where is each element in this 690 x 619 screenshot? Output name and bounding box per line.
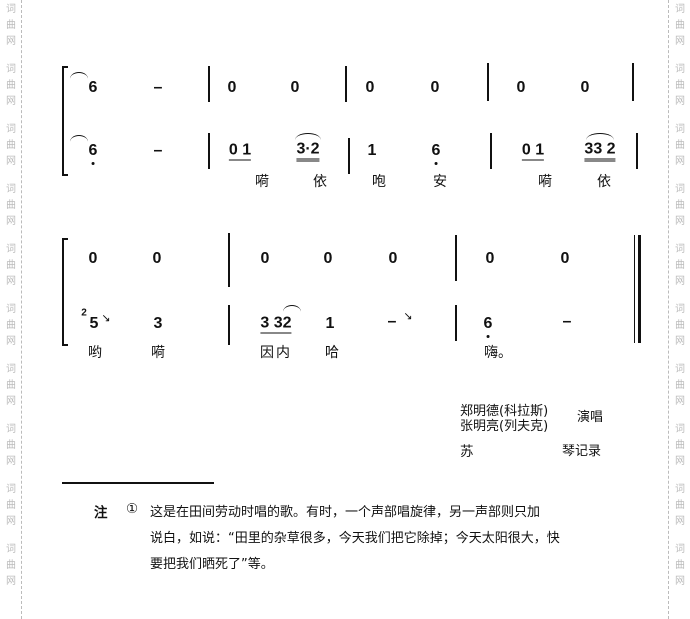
note: 6 xyxy=(431,142,441,165)
barline xyxy=(632,63,634,101)
system-bracket xyxy=(62,238,68,346)
rest: 0 xyxy=(485,250,495,267)
rest: 0 xyxy=(290,79,300,96)
watermark-text: 词曲网 xyxy=(6,64,16,107)
rest: 0 xyxy=(227,79,237,96)
watermark-text: 词曲网 xyxy=(675,184,685,227)
recorder-surname: 苏 xyxy=(460,444,474,460)
watermark-text: 词曲网 xyxy=(6,184,16,227)
singer-credit: 张明亮(列夫克) xyxy=(460,419,549,434)
footnote-line: 说白，如说：“田里的杂草很多，今天我们把它除掉；今天太阳很大，快 xyxy=(150,531,560,546)
rest: 0 xyxy=(323,250,333,267)
footnote-mark: ① xyxy=(126,501,139,517)
rest: 0 xyxy=(260,250,270,267)
lyric: 依 xyxy=(597,174,611,190)
final-barline-thin xyxy=(634,235,635,343)
barline xyxy=(487,63,489,101)
dash: – xyxy=(387,313,397,330)
barline xyxy=(228,233,230,287)
dash: – xyxy=(562,313,572,330)
lyric: 哟 xyxy=(88,345,102,361)
barline xyxy=(455,305,457,341)
lyric: 安 xyxy=(433,174,447,190)
watermark-text: 词曲网 xyxy=(6,244,16,287)
note: 5 xyxy=(89,315,99,332)
footnote-line: 这是在田间劳动时唱的歌。有时，一个声部唱旋律，另一声部则只加 xyxy=(150,505,541,520)
lyric: 嗬 xyxy=(538,174,552,190)
barline xyxy=(455,235,457,281)
final-barline-thick xyxy=(638,235,641,343)
watermark-text: 词曲网 xyxy=(675,544,685,587)
rest: 0 xyxy=(88,250,98,267)
note-group: 3 32 xyxy=(260,314,292,334)
rest: 0 xyxy=(152,250,162,267)
watermark-text: 词曲网 xyxy=(675,304,685,347)
dash: – xyxy=(153,79,163,96)
barline xyxy=(208,133,210,169)
right-border-line xyxy=(668,0,669,619)
watermark-text: 词曲网 xyxy=(675,124,685,167)
note-group: 3·2 xyxy=(296,141,320,162)
slur xyxy=(295,133,321,140)
barline xyxy=(348,138,350,174)
watermark-text: 词曲网 xyxy=(675,64,685,107)
watermark-text: 词曲网 xyxy=(6,124,16,167)
tie-arc xyxy=(70,72,88,79)
footnote-label: 注 xyxy=(94,505,108,521)
glide-mark: ↘ xyxy=(101,312,111,325)
barline xyxy=(208,66,210,102)
glide-mark: ↘ xyxy=(403,310,413,323)
rest: 0 xyxy=(560,250,570,267)
lyric: 嗨。 xyxy=(484,345,512,361)
note-group: 0 1 xyxy=(521,141,545,161)
watermark-text: 词曲网 xyxy=(675,484,685,527)
lyric: 嗬 xyxy=(255,174,269,190)
rest: 0 xyxy=(580,79,590,96)
lyric: 因内 xyxy=(260,345,292,361)
lyric: 哈 xyxy=(325,345,339,361)
note: 6 xyxy=(88,79,98,96)
rest: 0 xyxy=(516,79,526,96)
barline xyxy=(490,133,492,169)
watermark-text: 词曲网 xyxy=(6,304,16,347)
note-group: 0 1 xyxy=(228,141,252,161)
watermark-text: 词曲网 xyxy=(675,424,685,467)
watermark-text: 词曲网 xyxy=(6,364,16,407)
watermark-text: 词曲网 xyxy=(675,244,685,287)
barline xyxy=(345,66,347,102)
note: 6 xyxy=(88,142,98,165)
rest: 0 xyxy=(388,250,398,267)
note: 1 xyxy=(325,315,335,332)
dash: – xyxy=(153,142,163,159)
grace-note: 2 xyxy=(81,307,87,319)
note: 3 xyxy=(153,315,163,332)
note-group: 33 2 xyxy=(584,141,616,162)
watermark-text: 词曲网 xyxy=(6,4,16,47)
singer-role: 演唱 xyxy=(577,410,604,425)
singer-credit: 郑明德(科拉斯) xyxy=(460,404,549,419)
rest: 0 xyxy=(365,79,375,96)
footnote-line: 要把我们晒死了”等。 xyxy=(150,557,274,572)
note: 6 xyxy=(483,315,493,338)
lyric: 依 xyxy=(313,174,327,190)
lyric: 嗬 xyxy=(151,345,165,361)
recorder-credit: 琴记录 xyxy=(562,444,602,459)
tie-arc xyxy=(70,135,88,142)
watermark-text: 词曲网 xyxy=(6,424,16,467)
note: 1 xyxy=(367,142,377,159)
slur xyxy=(586,133,614,140)
watermark-text: 词曲网 xyxy=(675,4,685,47)
rest: 0 xyxy=(430,79,440,96)
footnote-rule xyxy=(62,482,214,484)
watermark-text: 词曲网 xyxy=(6,544,16,587)
left-border-line xyxy=(21,0,22,619)
slur xyxy=(283,305,301,312)
system-bracket xyxy=(62,66,68,176)
watermark-text: 词曲网 xyxy=(675,364,685,407)
watermark-text: 词曲网 xyxy=(6,484,16,527)
lyric: 咆 xyxy=(372,174,386,190)
barline xyxy=(636,133,638,169)
barline xyxy=(228,305,230,345)
